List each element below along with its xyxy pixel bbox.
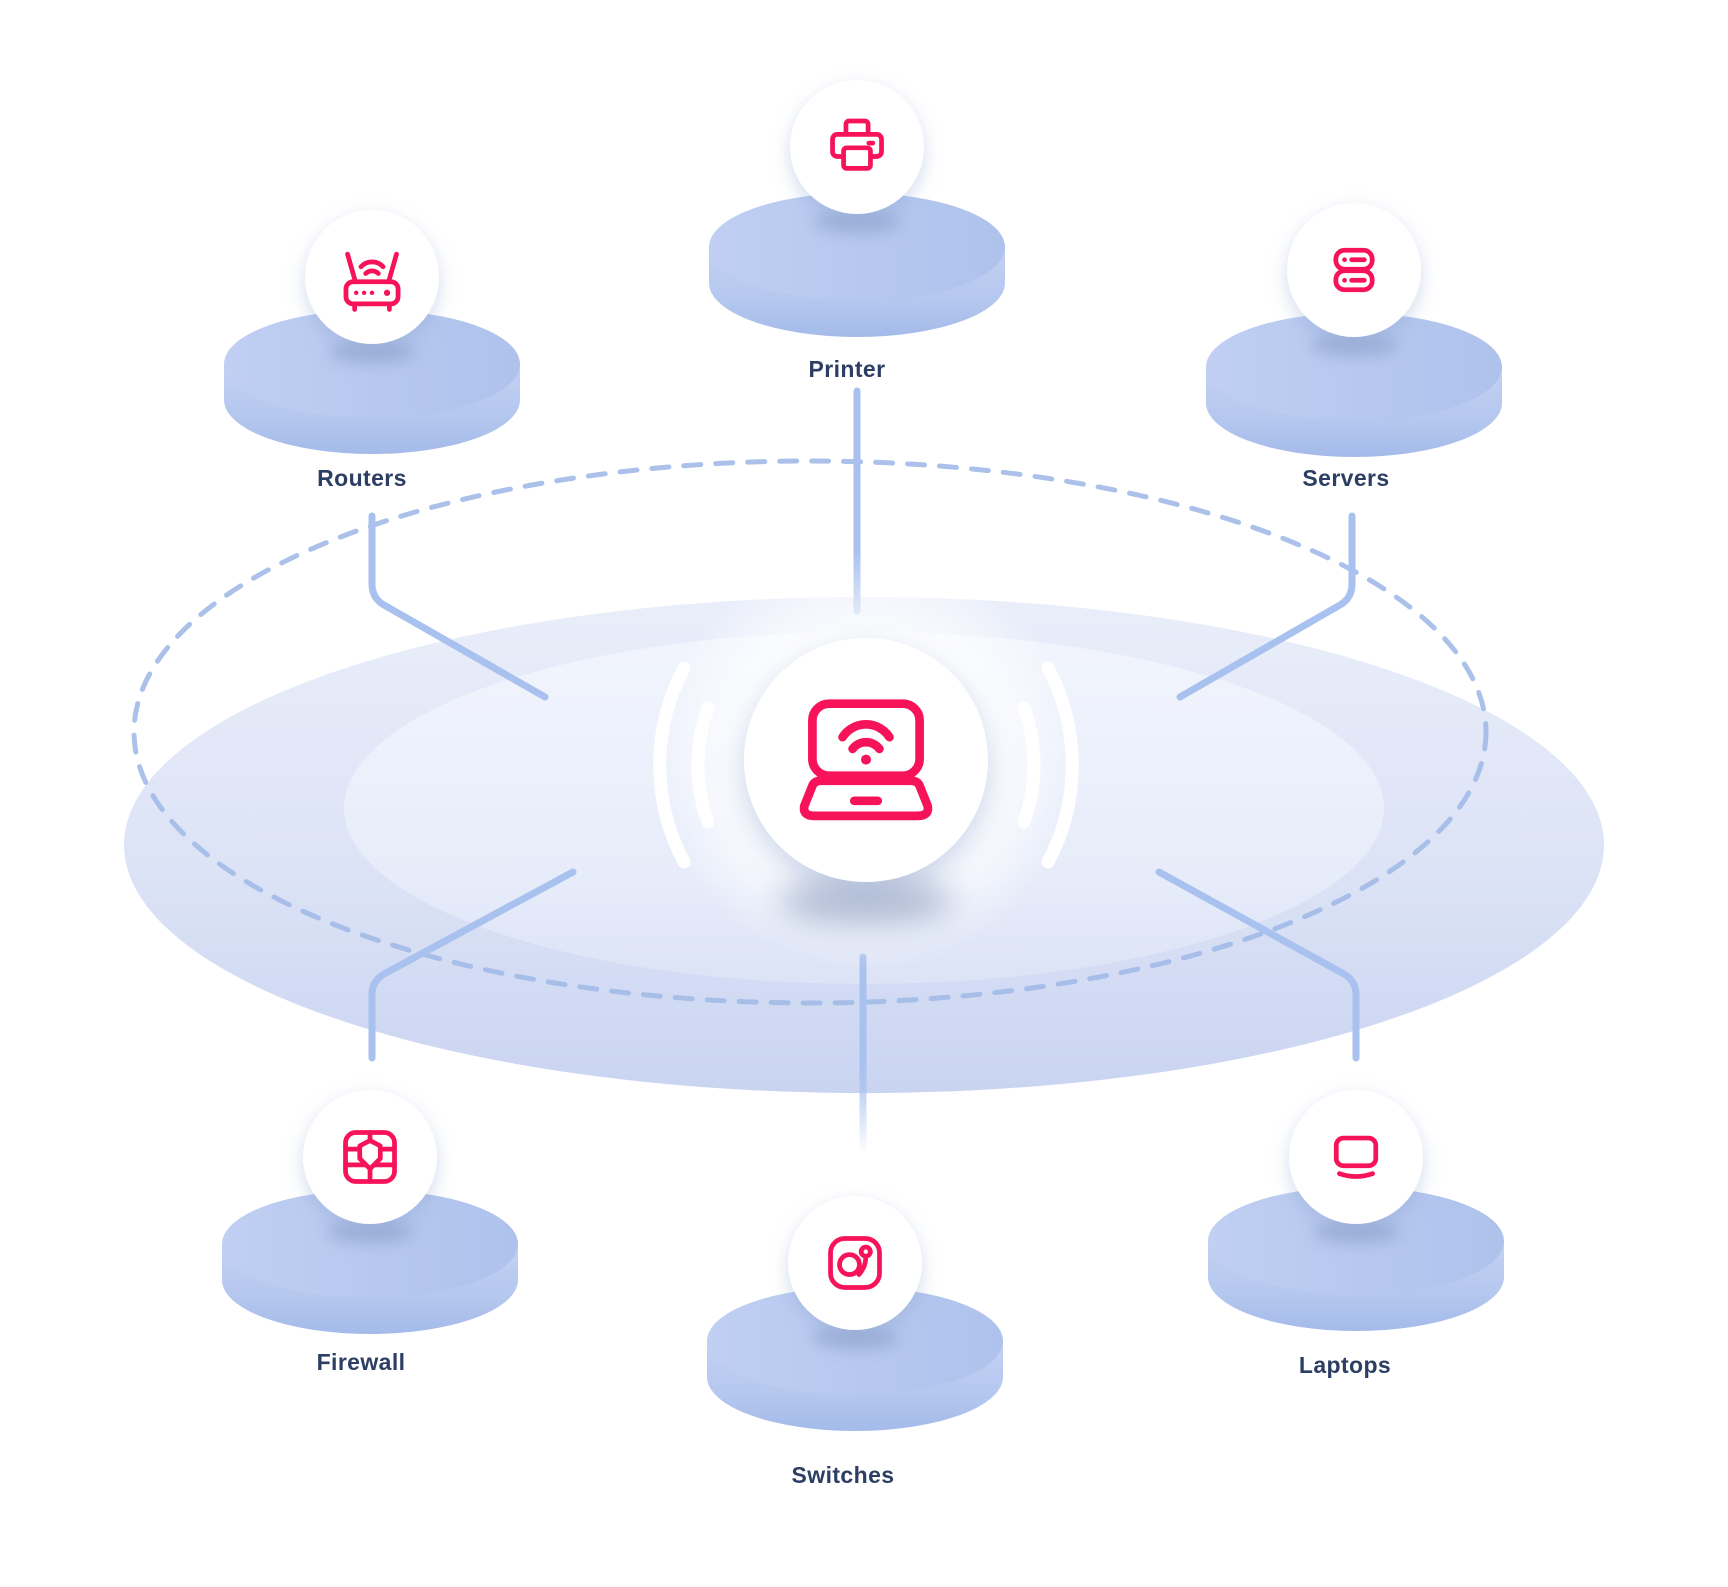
node-servers: Servers xyxy=(1206,203,1502,491)
connector-firewall xyxy=(368,868,577,1062)
firewall-contact-shadow xyxy=(326,1220,414,1244)
node-printer: Printer xyxy=(709,80,1005,382)
servers-pedestal xyxy=(1206,313,1502,457)
node-label-servers: Servers xyxy=(1302,465,1389,491)
wireless-laptop-icon xyxy=(799,699,933,821)
printer-contact-shadow xyxy=(813,210,901,234)
laptops-node-circle xyxy=(1289,1090,1423,1224)
connector-laptops xyxy=(1155,868,1360,1062)
laptop-icon xyxy=(1333,1135,1379,1179)
signal-wave-left-outer-icon xyxy=(653,661,691,869)
printer-pedestal xyxy=(709,193,1005,337)
node-label-laptops: Laptops xyxy=(1299,1352,1391,1378)
signal-wave-right-inner-icon xyxy=(1017,701,1041,829)
center-node-wireless-laptop xyxy=(653,550,1079,970)
connector-servers xyxy=(1176,512,1356,701)
routers-node-circle xyxy=(305,210,439,344)
node-switches: Switches xyxy=(707,1196,1003,1488)
node-label-routers: Routers xyxy=(317,465,407,491)
signal-wave-right-outer-icon xyxy=(1041,661,1079,869)
switches-contact-shadow xyxy=(811,1326,899,1350)
node-label-printer: Printer xyxy=(809,356,886,382)
firewall-icon xyxy=(343,1130,397,1184)
node-label-switches: Switches xyxy=(792,1462,895,1488)
switches-node-circle xyxy=(788,1196,922,1330)
signal-waves-icon xyxy=(653,661,1079,869)
connector-routers xyxy=(368,512,549,701)
servers-contact-shadow xyxy=(1310,333,1398,357)
routers-contact-shadow xyxy=(328,340,416,364)
node-label-firewall: Firewall xyxy=(317,1349,406,1375)
node-routers: Routers xyxy=(224,210,520,491)
laptops-contact-shadow xyxy=(1312,1220,1400,1244)
printer-icon xyxy=(830,118,884,171)
switch-icon xyxy=(828,1236,882,1290)
orbit-dashed-ring xyxy=(131,458,1489,1006)
node-laptops: Laptops xyxy=(1208,1090,1504,1378)
center-shadow xyxy=(778,877,954,925)
router-icon xyxy=(343,251,401,312)
server-icon xyxy=(1333,247,1375,293)
node-firewall: Firewall xyxy=(222,1090,518,1375)
signal-wave-left-inner-icon xyxy=(691,701,715,829)
